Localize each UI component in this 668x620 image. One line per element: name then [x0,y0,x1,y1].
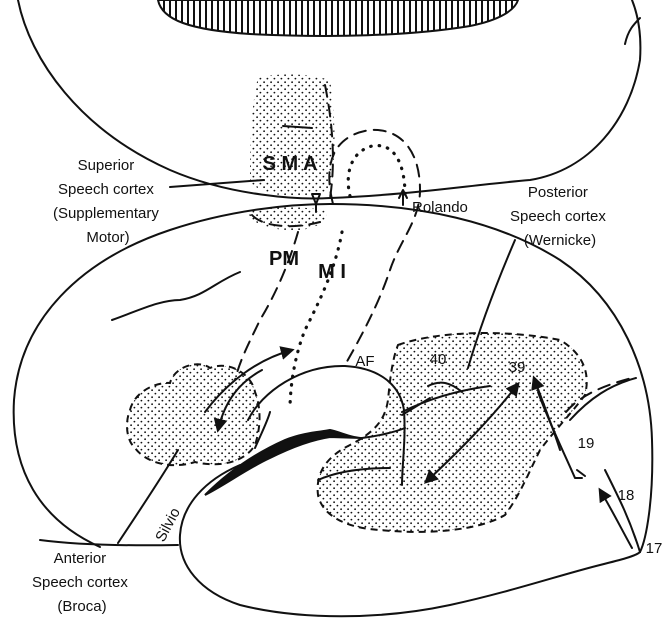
area-19-label: 19 [578,435,595,452]
pm-label: PM [269,248,299,270]
superior-speech-label: Superior Speech cortex (Supplementary Mo… [53,157,163,246]
sma-label: S M A [263,153,318,175]
rolando-label: Rolando [412,199,468,216]
sma-region [250,74,334,196]
anterior-speech-label: Anterior Speech cortex (Broca) [32,550,132,615]
af-label: AF [355,353,374,370]
area-17-label: 17 [646,540,663,557]
corpus-callosum-hatch [158,0,518,36]
broca-region [127,364,260,465]
area-40-label: 40 [430,351,447,368]
posterior-speech-label: Posterior Speech cortex (Wernicke) [510,184,610,249]
mi-label: M I [318,261,346,283]
area-18-label: 18 [618,487,635,504]
area-39-label: 39 [509,359,526,376]
